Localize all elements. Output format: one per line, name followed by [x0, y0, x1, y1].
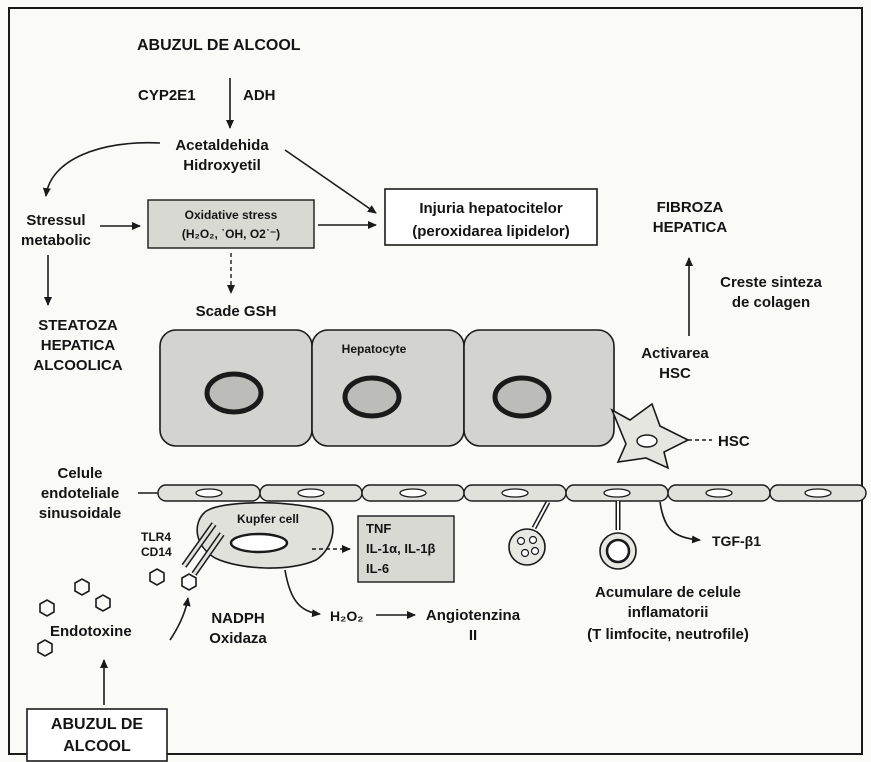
inflammatory-label-2: inflamatorii [628, 604, 709, 621]
alcohol-abuse-bottom-label-1: ABUZUL DE [51, 716, 143, 733]
endothelial-label-3: sinusoidale [39, 505, 122, 522]
cytokine-il6: IL-6 [366, 561, 389, 576]
inflammatory-label-1: Acumulare de celule [595, 584, 741, 601]
nadph-label: NADPH [211, 610, 264, 627]
endothelial-nucleus-3 [400, 489, 426, 497]
tlr4-label: TLR4 [141, 530, 171, 544]
hepatocyte-nucleus-3 [495, 378, 549, 416]
oxidative-species-label: (H₂O₂, ˙OH, O2˙⁻) [182, 227, 280, 241]
cytokine-tnf: TNF [366, 521, 391, 536]
endothelial-nucleus-4 [502, 489, 528, 497]
arrow-to-tgf [660, 502, 700, 540]
arrow-kupffer-to-h2o2 [285, 570, 320, 614]
h2o2-label: H₂O₂ [330, 608, 363, 624]
cytokine-il1: IL-1α, IL-1β [366, 541, 435, 556]
fibrosis-label-1: FIBROZA [657, 199, 724, 216]
angiotensin-label-1: Angiotenzina [426, 607, 521, 624]
inflammatory-cell-1-body [509, 529, 545, 565]
hydroxyethyl-label: Hidroxyetil [183, 157, 261, 174]
endothelial-nucleus-2 [298, 489, 324, 497]
inflammatory-cell-1-tether-inner [534, 502, 548, 528]
stellate-cell-nucleus [637, 435, 657, 447]
hepatocyte-nucleus-2 [345, 378, 399, 416]
hsc-activation-label-1: Activarea [641, 345, 709, 362]
inflammatory-cell-1-granule [532, 548, 539, 555]
lipid-peroxidation-label: (peroxidarea lipidelor) [412, 223, 570, 240]
metabolic-stress-label-1: Stressul [26, 212, 85, 229]
alcohol-abuse-bottom-label-2: ALCOOL [63, 738, 131, 755]
inflammatory-cell-1-granule [530, 537, 537, 544]
endothelial-label-2: endoteliale [41, 485, 119, 502]
hepatocyte-nucleus-1 [207, 374, 261, 412]
gsh-label: Scade GSH [196, 303, 277, 320]
endotoxin-particle [75, 579, 89, 595]
arrow-acetaldehyde-to-stress [46, 143, 160, 196]
kupffer-label: Kupfer cell [237, 512, 299, 526]
endotoxin-particle [182, 574, 196, 590]
endotoxin-particle [150, 569, 164, 585]
kupffer-nucleus [231, 534, 287, 552]
endotoxin-particle [38, 640, 52, 656]
inflammatory-cell-2-nucleus [607, 540, 629, 562]
endothelial-nucleus-7 [805, 489, 831, 497]
hsc-label: HSC [718, 433, 750, 450]
fibrosis-label-2: HEPATICA [653, 219, 728, 236]
endotoxin-particle [96, 595, 110, 611]
injury-label: Injuria hepatocitelor [419, 200, 563, 217]
endothelial-nucleus-1 [196, 489, 222, 497]
metabolic-stress-label-2: metabolic [21, 232, 91, 249]
tgf-label: TGF-β1 [712, 533, 761, 549]
inflammatory-cell-2 [600, 501, 636, 569]
endotoxin-particle [40, 600, 54, 616]
endotoxin-particles [38, 569, 196, 656]
cd14-label: CD14 [141, 545, 172, 559]
endotoxin-label: Endotoxine [50, 623, 132, 640]
steatosis-label-2: HEPATICA [41, 337, 116, 354]
arrow-endotoxin-to-receptor [170, 598, 188, 640]
hsc-activation-label-2: HSC [659, 365, 691, 382]
inflammatory-cell-1 [509, 502, 548, 565]
nadph-oxidase-label: Oxidaza [209, 630, 267, 647]
steatosis-label-3: ALCOOLICA [33, 357, 122, 374]
oxidative-stress-label: Oxidative stress [185, 208, 278, 222]
endothelial-row [158, 485, 866, 501]
inflammatory-cell-1-granule [522, 550, 529, 557]
collagen-label-2: de colagen [732, 294, 810, 311]
hepatocyte-label: Hepatocyte [342, 342, 407, 356]
endothelial-nucleus-5 [604, 489, 630, 497]
inflammatory-cell-1-granule [518, 538, 525, 545]
acetaldehyde-label: Acetaldehida [175, 137, 269, 154]
adh-label: ADH [243, 87, 276, 104]
endothelial-nucleus-6 [706, 489, 732, 497]
alcohol-abuse-top: ABUZUL DE ALCOOL [137, 37, 301, 54]
angiotensin-label-2: II [469, 627, 477, 644]
inflammatory-label-3: (T limfocite, neutrofile) [587, 626, 749, 643]
cyp2e1-label: CYP2E1 [138, 87, 196, 104]
endothelial-label-1: Celule [57, 465, 102, 482]
collagen-label-1: Creste sinteza [720, 274, 822, 291]
steatosis-label-1: STEATOZA [38, 317, 118, 334]
